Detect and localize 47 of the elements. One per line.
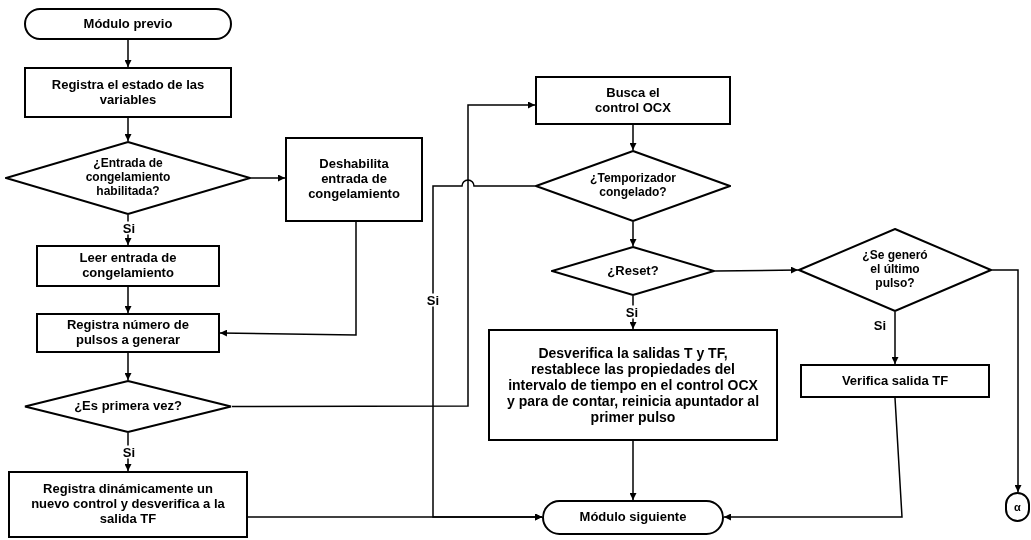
arrow [247,513,543,521]
node-label: ¿Temporizador congelado? [589,172,677,200]
node-label: Módulo siguiente [579,510,687,525]
node-label: ¿Se generó el último pulso? [861,249,929,291]
node-label: ¿Entrada de congelamiento habilitada? [84,157,172,199]
arrow [124,39,132,68]
edge-label: Si [624,305,640,319]
node-label: ¿Es primera vez? [74,399,182,414]
node-label: Deshabilita entrada de congelamiento [307,157,401,202]
process-box [36,313,220,353]
arrow [124,286,132,314]
terminal-box [542,500,724,535]
node-label: Módulo previo [83,16,173,32]
node-label: Registra el estado de las variables [50,77,206,108]
node-label: Busca el control OCX [594,85,672,116]
arrow [629,221,637,247]
node-label: Registra número de pulsos a generar [65,318,191,348]
terminal-box [24,8,232,40]
process-box [36,245,220,287]
node-label: Verifica salida TF [841,373,949,389]
arrow [714,266,799,274]
process-box [8,471,248,538]
edge-label: Si [121,221,137,235]
arrow [124,117,132,142]
arrow [629,440,637,501]
process-box [285,137,423,222]
arrow [231,101,536,408]
process-box [535,76,731,125]
edge-label: Si [872,318,888,332]
arrow [723,397,903,521]
arrow [250,174,286,182]
process-box [800,364,990,398]
process-box [24,67,232,118]
arrow [991,269,1022,493]
arrow [219,221,357,337]
process-box [488,329,778,441]
node-label: Desverifica la salidas T y TF, restablece las propiedades del intervalo de tiempo en el control OCX y para de contar, reinicia apuntador al primer pulso [505,344,761,426]
arrow [629,295,637,330]
edge-label: Si [121,445,137,459]
arrow [629,124,637,151]
node-label: ¿Reset? [607,263,659,279]
node-label: Registra dinámicamente un nuevo control y desverifica a la salida TF [30,482,226,527]
node-label: Leer entrada de congelamiento [78,251,178,281]
node-label: α [1014,500,1021,514]
arrow [891,311,899,365]
edge-label: Si [425,293,441,307]
arrow [124,352,132,381]
